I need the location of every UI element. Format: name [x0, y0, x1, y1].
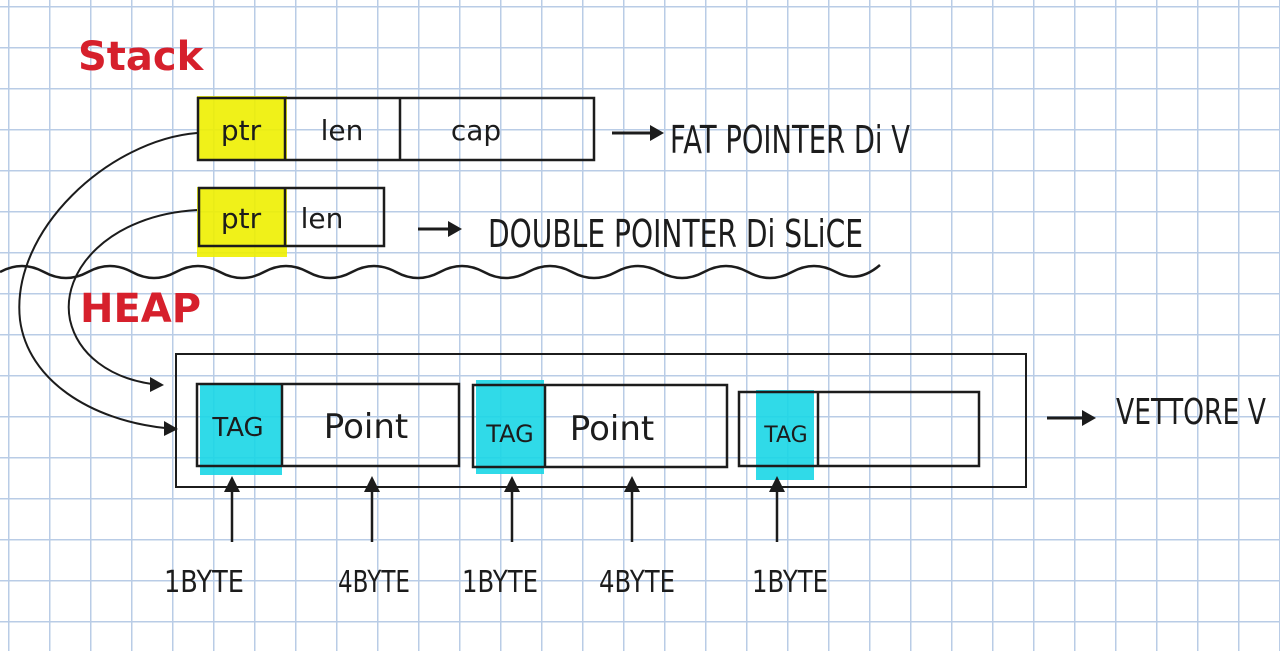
size-label-tag-3: 1BYTE	[752, 565, 828, 600]
size-arrow-2	[364, 476, 380, 542]
slice-double-pointer: ptr len	[197, 186, 386, 257]
slice-len-label: len	[301, 202, 344, 235]
vec-ptr-label: ptr	[221, 114, 262, 147]
ptr-highlight	[197, 96, 287, 160]
vector-outer-box	[175, 353, 1027, 488]
vector-label-arrow	[1047, 410, 1096, 426]
slice-label-arrow	[418, 221, 462, 237]
size-label-tag-1: 1BYTE	[164, 565, 244, 600]
heap-element-1	[195, 382, 461, 468]
point-cell-2: Point	[570, 409, 654, 449]
fat-pointer-label: FAT POINTER Di V	[670, 118, 910, 162]
vec-ptr-curve	[18, 132, 198, 436]
size-label-point-2: 4BYTE	[599, 565, 675, 600]
size-label-tag-2: 1BYTE	[462, 565, 538, 600]
stack-title: Stack	[78, 34, 205, 80]
size-arrow-4	[624, 476, 640, 542]
vec-len-label: len	[321, 114, 364, 147]
size-arrows	[224, 476, 785, 542]
tag-highlight	[200, 383, 282, 475]
tag-cell-3: TAG	[763, 423, 807, 448]
vec-label-arrow	[612, 125, 664, 141]
vec-cap-label: cap	[451, 114, 501, 147]
size-arrow-1	[224, 476, 240, 542]
tag-highlight	[476, 380, 544, 474]
heap-element-2	[471, 383, 729, 469]
slice-box	[197, 186, 386, 248]
stack-heap-divider	[0, 264, 881, 280]
double-pointer-label: DOUBLE POINTER Di SLiCE	[488, 212, 863, 256]
size-arrow-3	[504, 476, 520, 542]
tag-cell-2: TAG	[485, 420, 533, 448]
slice-ptr-label: ptr	[221, 202, 262, 235]
vec-box	[196, 96, 596, 162]
size-label-point-1: 4BYTE	[338, 565, 410, 600]
slice-ptr-curve	[67, 209, 198, 392]
vector-label: VETTORE V	[1116, 392, 1266, 433]
heap-title: HEAP	[80, 286, 201, 332]
heap-vector-buffer: TAG Point TAG Point TAG	[175, 353, 1027, 488]
vec-fat-pointer: ptr len cap	[196, 96, 596, 162]
tag-cell-1: TAG	[211, 413, 263, 443]
point-cell-1: Point	[324, 407, 408, 447]
heap-element-3	[737, 390, 981, 468]
size-arrow-5	[769, 476, 785, 542]
